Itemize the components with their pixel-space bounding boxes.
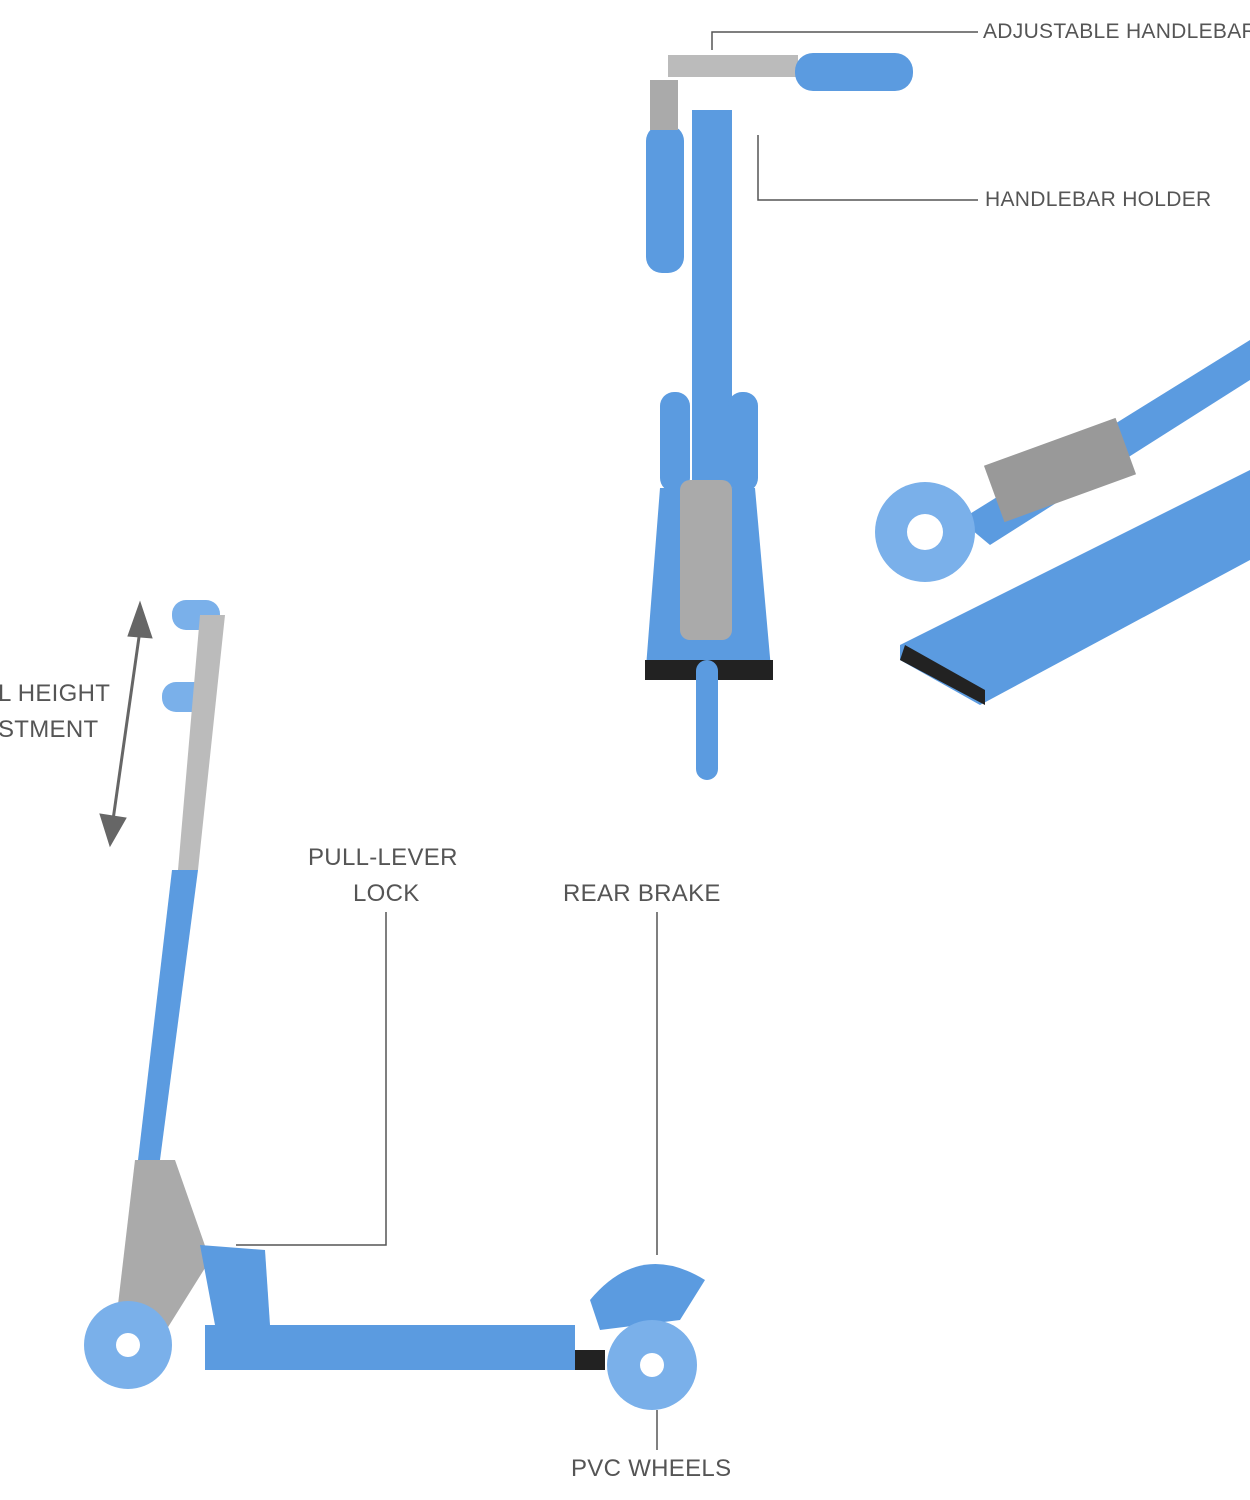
scooter-front-view xyxy=(645,53,913,780)
leader-lines xyxy=(236,31,978,1450)
scooter-side-view xyxy=(84,600,705,1410)
label-adjustable-handlebar: ADJUSTABLE HANDLEBAR xyxy=(983,20,1250,43)
label-pvc-wheels: PVC WHEELS xyxy=(571,1455,732,1482)
label-rear-brake: REAR BRAKE xyxy=(563,880,721,907)
label-handlebar-holder: HANDLEBAR HOLDER xyxy=(985,188,1212,211)
label-height-adjustment-line2: STMENT xyxy=(0,716,99,743)
label-pull-lever-line1: PULL-LEVER xyxy=(308,844,458,871)
double-arrow-icon xyxy=(99,600,153,848)
label-pull-lever-line2: LOCK xyxy=(353,880,420,907)
label-height-adjustment-line1: L HEIGHT xyxy=(0,680,111,707)
scooter-folded-view xyxy=(875,340,1250,705)
